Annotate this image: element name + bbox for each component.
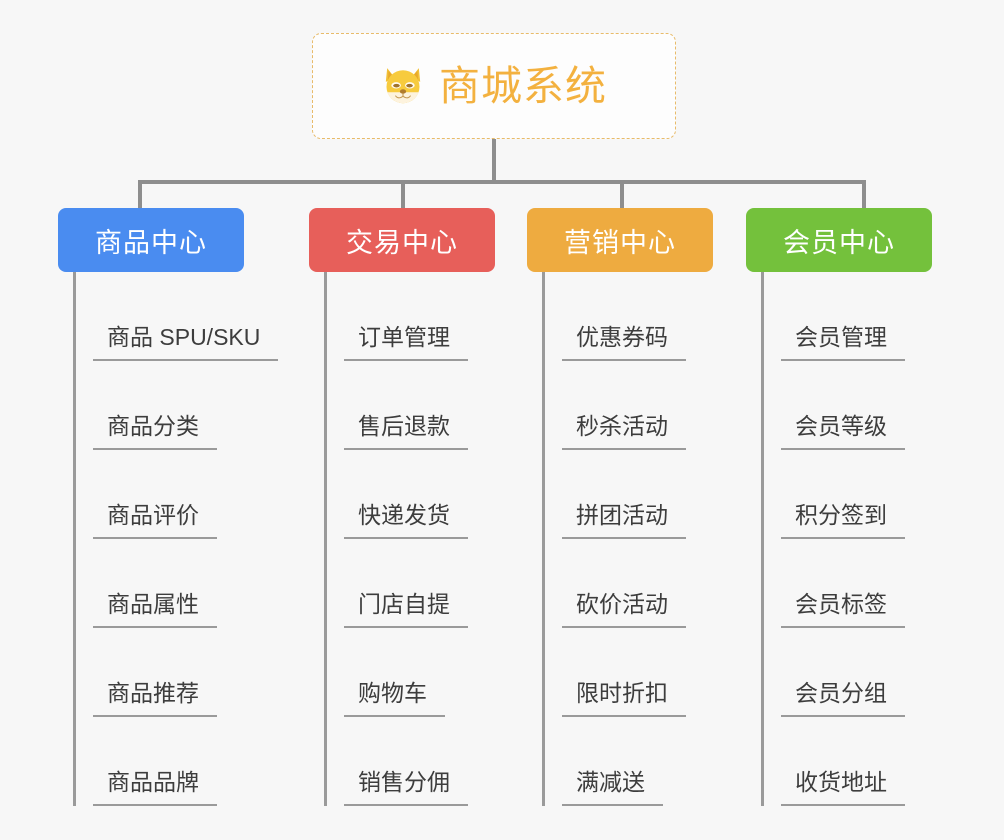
list-item[interactable]: 会员标签 bbox=[761, 539, 932, 628]
list-item[interactable]: 秒杀活动 bbox=[542, 361, 713, 450]
list-item[interactable]: 商品分类 bbox=[73, 361, 244, 450]
list-item-label: 拼团活动 bbox=[562, 504, 686, 539]
list-item[interactable]: 商品品牌 bbox=[73, 717, 244, 806]
list-item[interactable]: 门店自提 bbox=[324, 539, 495, 628]
branch-header-3[interactable]: 会员中心 bbox=[746, 208, 932, 272]
list-item-label: 商品属性 bbox=[93, 593, 217, 628]
list-item-label: 商品品牌 bbox=[93, 771, 217, 806]
list-item[interactable]: 商品评价 bbox=[73, 450, 244, 539]
list-item[interactable]: 满减送 bbox=[542, 717, 713, 806]
list-item-label: 商品推荐 bbox=[93, 682, 217, 717]
branch-column-2: 营销中心 优惠券码 秒杀活动 拼团活动 砍价活动 限时折扣 满减送 bbox=[527, 208, 713, 806]
branch-trunk bbox=[761, 272, 764, 806]
list-item[interactable]: 优惠券码 bbox=[542, 272, 713, 361]
list-item[interactable]: 商品 SPU/SKU bbox=[73, 272, 279, 361]
connector-drop-1 bbox=[138, 180, 142, 210]
branch-items-2: 优惠券码 秒杀活动 拼团活动 砍价活动 限时折扣 满减送 bbox=[527, 272, 713, 806]
list-item[interactable]: 会员管理 bbox=[761, 272, 932, 361]
branch-items-0: 商品 SPU/SKU 商品分类 商品评价 商品属性 商品推荐 商品品牌 bbox=[58, 272, 279, 806]
list-item-label: 会员分组 bbox=[781, 682, 905, 717]
connector-root-stem bbox=[492, 139, 496, 183]
list-item[interactable]: 收货地址 bbox=[761, 717, 932, 806]
list-item-label: 门店自提 bbox=[344, 593, 468, 628]
list-item-label: 会员等级 bbox=[781, 415, 905, 450]
list-item[interactable]: 积分签到 bbox=[761, 450, 932, 539]
list-item[interactable]: 会员分组 bbox=[761, 628, 932, 717]
list-item-label: 秒杀活动 bbox=[562, 415, 686, 450]
connector-drop-3 bbox=[620, 180, 624, 210]
list-item-label: 商品 SPU/SKU bbox=[93, 326, 279, 361]
list-item[interactable]: 商品推荐 bbox=[73, 628, 244, 717]
branch-column-1: 交易中心 订单管理 售后退款 快递发货 门店自提 购物车 销售分佣 bbox=[309, 208, 495, 806]
list-item-label: 售后退款 bbox=[344, 415, 468, 450]
root-title: 商城系统 bbox=[439, 62, 607, 109]
connector-horizontal-bus bbox=[138, 180, 866, 184]
list-item[interactable]: 砍价活动 bbox=[542, 539, 713, 628]
list-item-label: 快递发货 bbox=[344, 504, 468, 539]
list-item[interactable]: 商品属性 bbox=[73, 539, 244, 628]
list-item[interactable]: 会员等级 bbox=[761, 361, 932, 450]
list-item[interactable]: 快递发货 bbox=[324, 450, 495, 539]
branch-trunk bbox=[73, 272, 76, 806]
branch-header-0[interactable]: 商品中心 bbox=[58, 208, 244, 272]
list-item-label: 订单管理 bbox=[344, 326, 468, 361]
list-item-label: 会员标签 bbox=[781, 593, 905, 628]
root-node[interactable]: 商城系统 bbox=[312, 33, 676, 139]
connector-drop-4 bbox=[862, 180, 866, 210]
branch-header-label: 商品中心 bbox=[95, 227, 207, 258]
branch-header-2[interactable]: 营销中心 bbox=[527, 208, 713, 272]
list-item[interactable]: 限时折扣 bbox=[542, 628, 713, 717]
branch-column-0: 商品中心 商品 SPU/SKU 商品分类 商品评价 商品属性 商品推荐 商品品牌 bbox=[58, 208, 279, 806]
branch-column-3: 会员中心 会员管理 会员等级 积分签到 会员标签 会员分组 收货地址 bbox=[746, 208, 932, 806]
list-item[interactable]: 购物车 bbox=[324, 628, 495, 717]
list-item-label: 销售分佣 bbox=[344, 771, 468, 806]
branch-header-1[interactable]: 交易中心 bbox=[309, 208, 495, 272]
connector-drop-2 bbox=[401, 180, 405, 210]
list-item-label: 收货地址 bbox=[781, 771, 905, 806]
list-item-label: 砍价活动 bbox=[562, 593, 686, 628]
branch-items-1: 订单管理 售后退款 快递发货 门店自提 购物车 销售分佣 bbox=[309, 272, 495, 806]
list-item[interactable]: 订单管理 bbox=[324, 272, 495, 361]
list-item[interactable]: 销售分佣 bbox=[324, 717, 495, 806]
list-item-label: 优惠券码 bbox=[562, 326, 686, 361]
list-item-label: 限时折扣 bbox=[562, 682, 686, 717]
list-item-label: 会员管理 bbox=[781, 326, 905, 361]
list-item[interactable]: 拼团活动 bbox=[542, 450, 713, 539]
list-item-label: 商品分类 bbox=[93, 415, 217, 450]
list-item-label: 积分签到 bbox=[781, 504, 905, 539]
branch-header-label: 营销中心 bbox=[564, 227, 676, 258]
branch-trunk bbox=[542, 272, 545, 806]
branch-items-3: 会员管理 会员等级 积分签到 会员标签 会员分组 收货地址 bbox=[746, 272, 932, 806]
list-item-label: 商品评价 bbox=[93, 504, 217, 539]
branch-trunk bbox=[324, 272, 327, 806]
list-item[interactable]: 售后退款 bbox=[324, 361, 495, 450]
list-item-label: 满减送 bbox=[562, 771, 663, 806]
list-item-label: 购物车 bbox=[344, 682, 445, 717]
dog-face-icon bbox=[381, 64, 425, 108]
branch-header-label: 交易中心 bbox=[346, 227, 458, 258]
branch-header-label: 会员中心 bbox=[783, 227, 895, 258]
